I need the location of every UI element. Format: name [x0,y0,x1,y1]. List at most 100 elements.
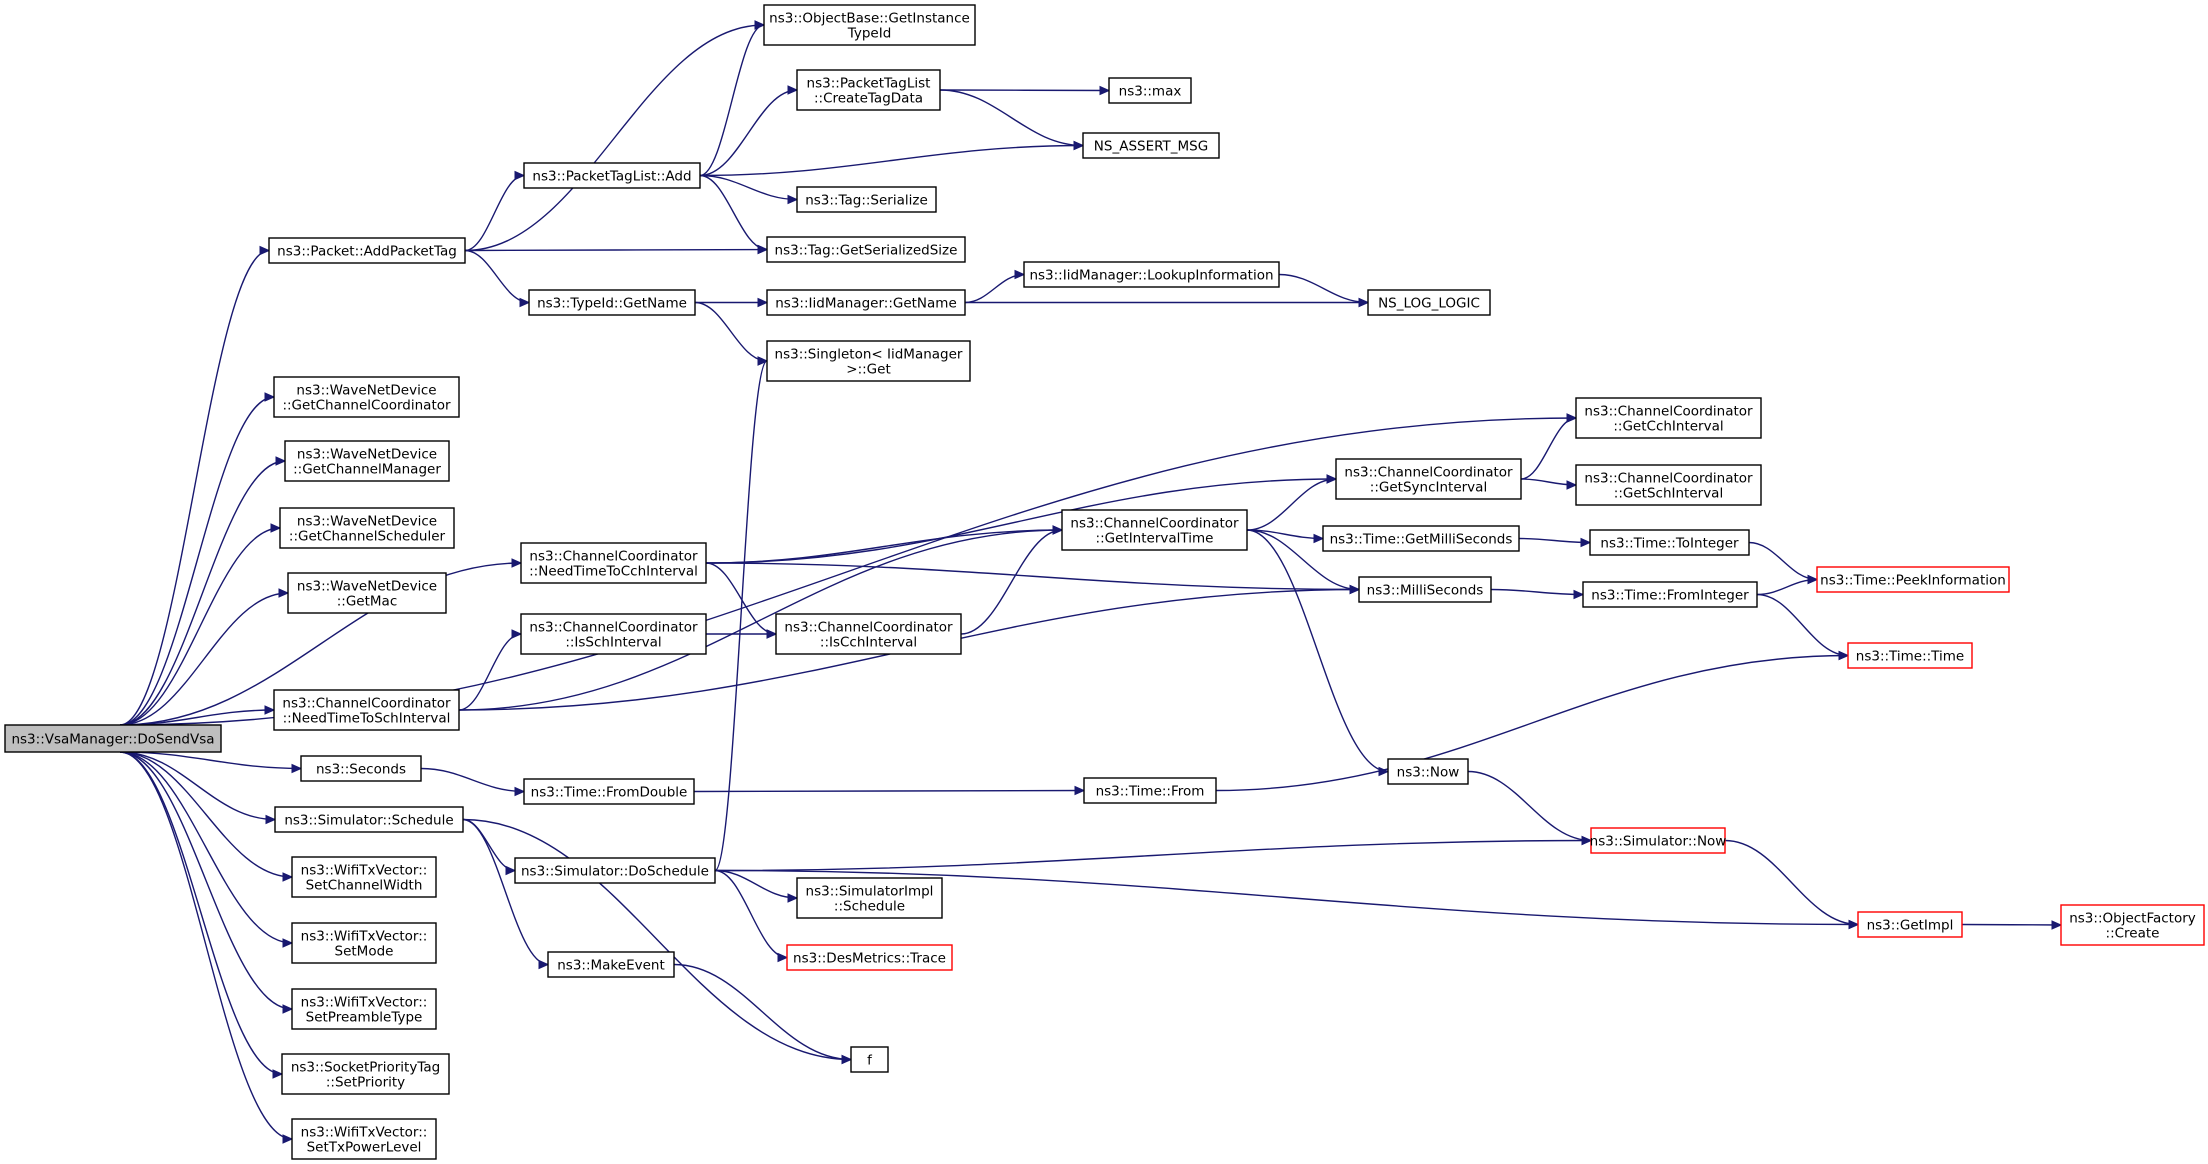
arrowhead [1573,589,1585,600]
node-get-chan-coord[interactable]: ns3::WaveNetDevice::GetChannelCoordinato… [273,376,460,418]
node-get-mac[interactable]: ns3::WaveNetDevice::GetMac [287,572,447,614]
node-to-integer[interactable]: ns3::Time::ToInteger [1589,529,1750,556]
arrowhead [757,297,769,308]
edge-schedule-to-make-event [462,818,549,966]
node-singleton-get[interactable]: ns3::Singleton< IidManager >::Get [766,340,971,382]
node-label: SetTxPowerLevel [307,1140,422,1156]
arrowhead [1326,474,1338,484]
edge-root-to-need-time-to-cch [119,562,522,726]
node-label: ns3::Tag::GetSerializedSize [775,243,958,259]
node-iid-get-name[interactable]: ns3::IidManager::GetName [766,289,966,316]
node-seconds[interactable]: ns3::Seconds [300,755,422,782]
node-des-trace[interactable]: ns3::DesMetrics::Trace [786,944,953,971]
node-set-mode[interactable]: ns3::WifiTxVector::SetMode [291,922,437,964]
node-get-cch-interval[interactable]: ns3::ChannelCoordinator::GetCchInterval [1575,397,1762,439]
node-box [1847,642,1973,669]
arrowhead [1807,574,1819,585]
node-lookup-info[interactable]: ns3::IidManager::LookupInformation [1023,261,1280,288]
arrowhead [2051,920,2063,930]
arrowhead [1566,480,1578,490]
node-schedule[interactable]: ns3::Simulator::Schedule [274,806,464,833]
node-box [850,1046,889,1073]
node-max[interactable]: ns3::max [1108,77,1192,104]
node-box [291,1118,437,1160]
node-box [1082,132,1220,159]
node-set-tx-power[interactable]: ns3::WifiTxVector::SetTxPowerLevel [291,1118,437,1160]
edge-do-schedule-to-get-impl [714,869,1859,926]
node-create-tag-data[interactable]: ns3::PacketTagList::CreateTagData [796,69,941,111]
node-make-event[interactable]: ns3::MakeEvent [547,951,675,978]
node-root[interactable]: ns3::VsaManager::DoSendVsa [4,724,222,753]
node-label: ns3::ChannelCoordinator [282,696,451,712]
node-label: TypeId [847,26,892,42]
node-get-chan-mgr[interactable]: ns3::WaveNetDevice::GetChannelManager [284,440,450,482]
edge-lookup-info-to-log-logic [1278,273,1369,304]
node-get-interval-time[interactable]: ns3::ChannelCoordinator::GetIntervalTime [1061,509,1248,551]
node-tag-list-add[interactable]: ns3::PacketTagList::Add [523,162,701,189]
node-box [273,689,460,731]
edge-time-from-to-time-time [1215,654,1849,792]
node-get-sch-interval[interactable]: ns3::ChannelCoordinator::GetSchInterval [1575,464,1762,506]
node-box [268,237,466,264]
node-label: ::GetIntervalTime [1096,531,1214,547]
node-from-double[interactable]: ns3::Time::FromDouble [523,778,695,805]
edge-get-milli-seconds-to-to-integer [1518,537,1591,544]
node-set-priority[interactable]: ns3::SocketPriorityTag::SetPriority [281,1053,450,1095]
node-need-time-to-sch[interactable]: ns3::ChannelCoordinator::NeedTimeToSchIn… [273,689,460,731]
node-add-packet-tag[interactable]: ns3::Packet::AddPacketTag [268,237,466,264]
node-box [274,806,464,833]
node-box [1322,525,1520,552]
node-box [520,613,707,655]
node-set-preamble[interactable]: ns3::WifiTxVector::SetPreambleType [291,988,437,1030]
node-obj-factory-create[interactable]: ns3::ObjectFactory::Create [2060,904,2205,946]
edge-tag-list-add-to-get-instance-type-id [699,24,765,177]
node-label: ns3::MilliSeconds [1367,583,1484,599]
node-sim-now[interactable]: ns3::Simulator::Now [1590,827,1727,854]
node-peek-info[interactable]: ns3::Time::PeekInformation [1816,566,2010,593]
node-need-time-to-cch[interactable]: ns3::ChannelCoordinator::NeedTimeToCchIn… [520,542,707,584]
node-label: ::IsSchInterval [565,635,661,651]
node-type-id-get-name[interactable]: ns3::TypeId::GetName [528,289,696,316]
arrowhead [270,523,282,533]
edge-root-to-set-preamble [119,751,293,1010]
node-box [287,572,447,614]
edge-get-interval-time-to-milli-seconds [1246,529,1360,591]
node-time-from[interactable]: ns3::Time::From [1083,777,1217,804]
node-label: ns3::ChannelCoordinator [1070,516,1239,532]
arrowhead [1566,413,1578,423]
node-label: ns3::Packet::AddPacketTag [277,244,457,260]
node-f[interactable]: f [850,1046,889,1073]
node-log-logic[interactable]: NS_LOG_LOGIC [1367,289,1491,316]
node-get-sync-interval[interactable]: ns3::ChannelCoordinator::GetSyncInterval [1335,458,1522,500]
node-from-integer[interactable]: ns3::Time::FromInteger [1582,581,1758,608]
node-box [291,856,437,898]
node-box [766,236,966,263]
node-now[interactable]: ns3::Now [1387,758,1469,785]
node-box [514,857,716,884]
node-time-time[interactable]: ns3::Time::Time [1847,642,1973,669]
node-box [796,69,941,111]
node-impl-schedule[interactable]: ns3::SimulatorImpl::Schedule [796,877,943,919]
arrowhead [264,392,276,402]
node-do-schedule[interactable]: ns3::Simulator::DoSchedule [514,857,716,884]
node-label: ns3::IidManager::LookupInformation [1029,268,1273,284]
node-get-milli-seconds[interactable]: ns3::Time::GetMilliSeconds [1322,525,1520,552]
node-label: ns3::Simulator::Schedule [284,813,453,829]
node-is-sch-interval[interactable]: ns3::ChannelCoordinator::IsSchInterval [520,613,707,655]
node-assert-msg[interactable]: NS_ASSERT_MSG [1082,132,1220,159]
edge-tag-list-add-to-tag-serialize [699,174,798,201]
node-label: ::GetChannelCoordinator [282,398,451,414]
node-label: ::GetCchInterval [1613,419,1723,435]
node-is-cch-interval[interactable]: ns3::ChannelCoordinator::IsCchInterval [775,613,962,655]
node-get-chan-sched[interactable]: ns3::WaveNetDevice::GetChannelScheduler [279,507,455,549]
node-get-impl[interactable]: ns3::GetImpl [1857,911,1963,938]
node-milli-seconds[interactable]: ns3::MilliSeconds [1358,576,1492,603]
node-box [1589,529,1750,556]
node-set-chan-width[interactable]: ns3::WifiTxVector::SetChannelWidth [291,856,437,898]
node-tag-serialize[interactable]: ns3::Tag::Serialize [796,186,937,213]
arrowhead [1848,919,1860,930]
arrowhead [511,558,523,568]
node-label: SetMode [335,944,394,960]
node-tag-get-size[interactable]: ns3::Tag::GetSerializedSize [766,236,966,263]
